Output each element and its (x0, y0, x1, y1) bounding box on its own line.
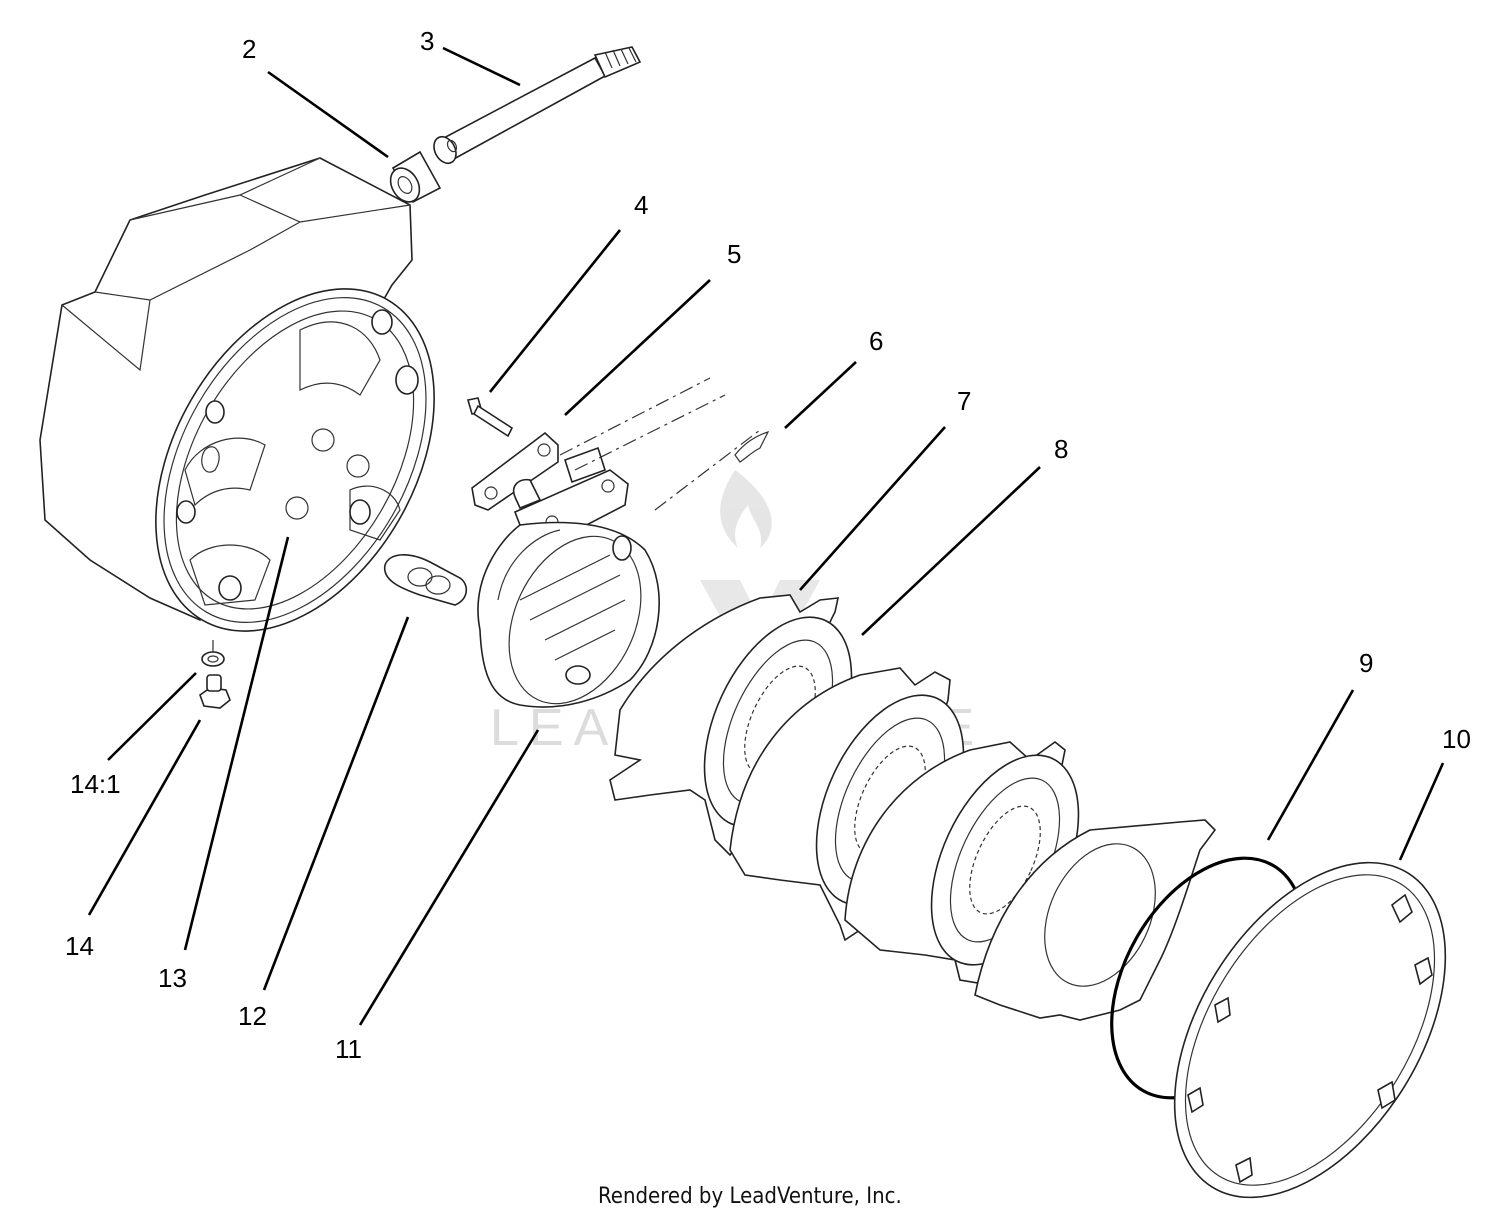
brake-plate-4[interactable] (974, 819, 1217, 1021)
callout-4: 4 (634, 190, 648, 220)
footer-credit: Rendered by LeadVenture, Inc. (598, 1184, 902, 1209)
leader-8 (861, 466, 1041, 636)
leader-10 (1398, 762, 1445, 861)
leader-13 (183, 536, 290, 951)
bolt[interactable] (466, 397, 514, 438)
pin[interactable] (384, 554, 468, 606)
spacer[interactable] (385, 150, 442, 207)
leader-11 (358, 729, 540, 1026)
leader-14 (87, 719, 202, 916)
washer[interactable] (201, 640, 225, 667)
grease-fitting[interactable] (199, 674, 231, 709)
leader-lines (87, 46, 1445, 1026)
callout-10: 10 (1442, 724, 1471, 754)
leader-14-1 (107, 672, 197, 761)
callout-14: 14 (65, 931, 94, 961)
callout-11: 11 (335, 1034, 362, 1064)
leader-5 (564, 279, 711, 416)
cover-plate[interactable] (1119, 815, 1500, 1219)
callout-9: 9 (1359, 648, 1373, 678)
callout-2: 2 (242, 34, 256, 64)
leader-2 (267, 70, 389, 159)
callout-7: 7 (957, 386, 971, 416)
callout-13: 13 (158, 963, 187, 993)
watermark-flame-icon (720, 470, 772, 548)
callout-14-1: 14:1 (70, 769, 121, 799)
spring[interactable] (559, 377, 770, 511)
leader-6 (784, 361, 857, 429)
leader-12 (262, 616, 410, 991)
brake-housing[interactable] (39, 157, 491, 680)
callout-5: 5 (727, 239, 741, 269)
brake-shoe[interactable] (477, 515, 667, 725)
leader-4 (488, 229, 622, 393)
callout-6: 6 (869, 326, 883, 356)
leader-7 (799, 426, 946, 591)
callouts: 2 3 4 5 6 7 8 9 10 11 12 13 14 14:1 (65, 26, 1471, 1064)
callout-8: 8 (1054, 434, 1068, 464)
callout-3: 3 (420, 26, 434, 56)
leader-3 (442, 46, 521, 87)
callout-12: 12 (238, 1001, 267, 1031)
brake-rod[interactable] (430, 46, 642, 167)
leader-9 (1266, 689, 1355, 841)
